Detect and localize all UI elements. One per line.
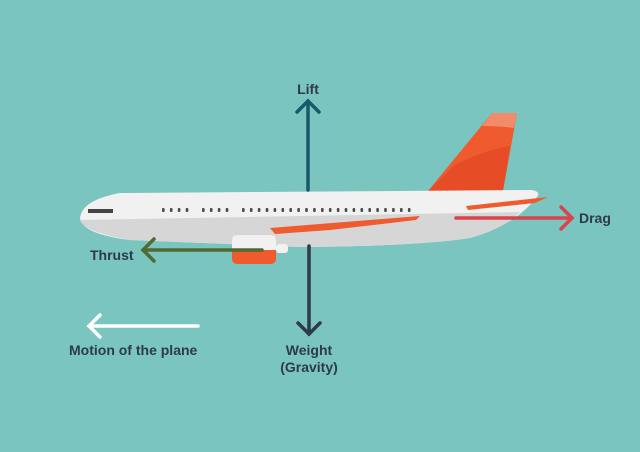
window	[289, 208, 292, 212]
weight-label: Weight	[286, 342, 333, 358]
motion-label: Motion of the plane	[69, 342, 198, 358]
window	[376, 208, 379, 212]
window	[225, 208, 229, 212]
window	[344, 208, 348, 212]
window	[336, 208, 340, 212]
window	[217, 208, 221, 212]
window	[368, 208, 371, 212]
window	[321, 208, 324, 212]
lift-arrow	[295, 98, 321, 192]
window	[392, 208, 395, 212]
window	[265, 208, 269, 212]
window	[185, 208, 189, 212]
window	[202, 208, 205, 212]
window	[242, 208, 245, 212]
window	[209, 208, 213, 212]
weight-arrow	[296, 244, 322, 337]
window	[281, 208, 285, 212]
window	[384, 208, 387, 212]
window	[352, 208, 356, 212]
lift-label: Lift	[297, 81, 319, 97]
thrust-arrow	[140, 237, 264, 263]
window	[177, 208, 181, 212]
window	[162, 208, 165, 212]
gravity-label: (Gravity)	[280, 359, 338, 375]
window	[328, 208, 332, 212]
window	[169, 208, 173, 212]
window	[297, 208, 300, 212]
stabilizer	[466, 197, 548, 210]
cockpit-window	[88, 209, 113, 213]
window	[400, 208, 403, 212]
windows	[162, 208, 411, 212]
window	[313, 208, 316, 212]
window	[360, 208, 364, 212]
window	[305, 208, 308, 212]
motion-arrow	[86, 313, 200, 339]
drag-arrow	[454, 205, 575, 231]
window	[257, 208, 261, 212]
window	[249, 208, 253, 212]
window	[407, 208, 411, 212]
thrust-label: Thrust	[90, 247, 134, 263]
drag-label: Drag	[579, 210, 611, 226]
window	[273, 208, 277, 212]
wing	[270, 216, 420, 234]
